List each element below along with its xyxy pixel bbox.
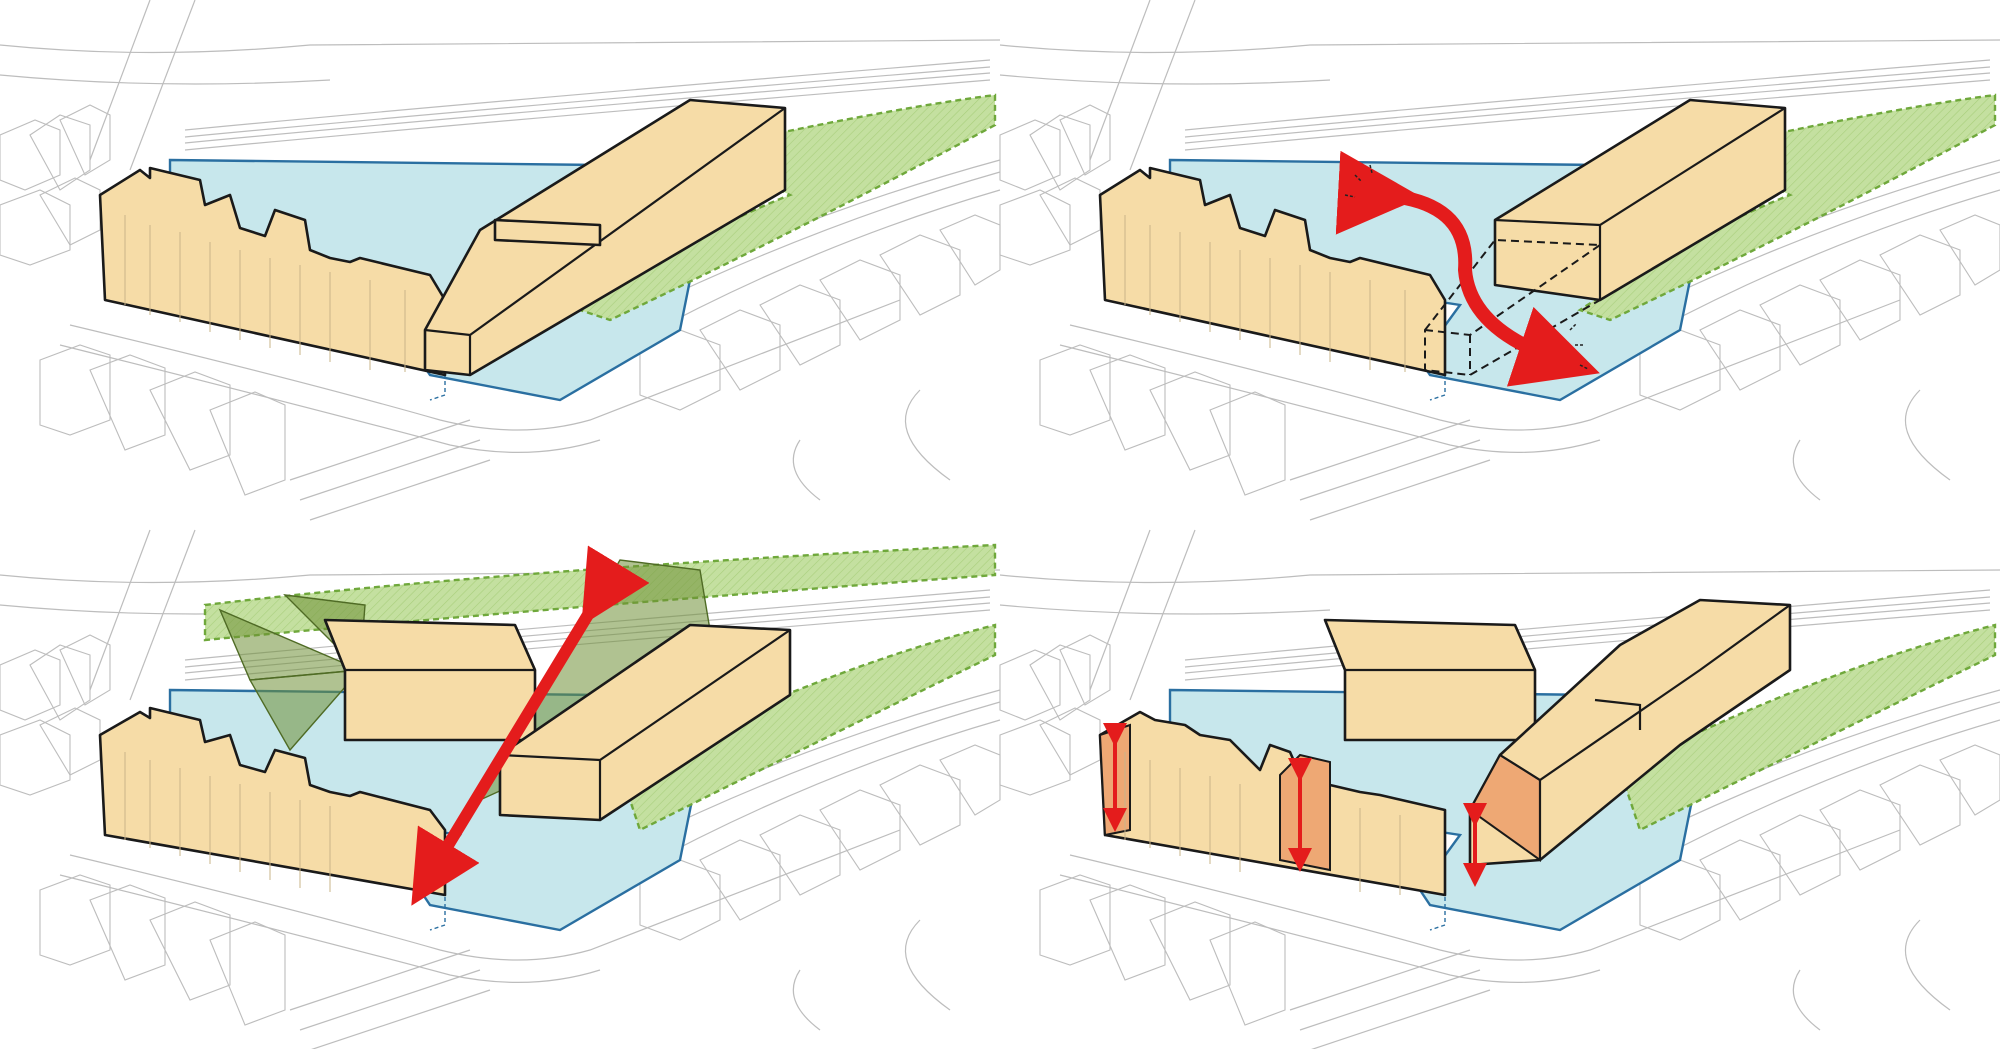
panel-bottom-left	[0, 529, 1001, 1049]
rear-block	[323, 618, 537, 742]
height-arrows	[1103, 723, 1487, 887]
panel-top-right	[999, 0, 2000, 521]
height-accent-middle	[1279, 753, 1331, 872]
green-corridor	[1618, 623, 1997, 832]
slab-block-cut	[1493, 98, 1787, 302]
slab-block	[423, 98, 787, 377]
panel-bottom-right	[999, 529, 2000, 1049]
rear-block	[1323, 618, 1537, 742]
gabled-block	[1468, 598, 1792, 867]
panel-top-left	[0, 0, 1001, 521]
axis-arrow	[411, 545, 650, 906]
route-arrow	[1335, 150, 1600, 387]
